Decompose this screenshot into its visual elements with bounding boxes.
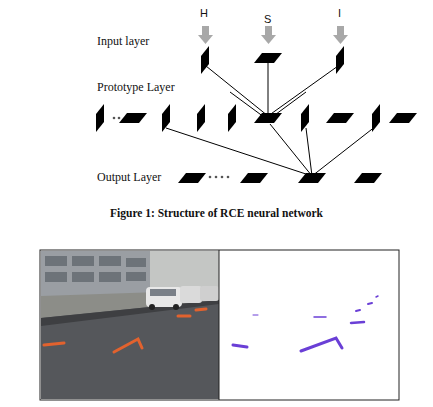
ellipsis-dot <box>221 176 224 179</box>
detected-markings <box>233 296 378 351</box>
signal-name: I <box>338 6 341 20</box>
prototype-unit <box>119 113 147 123</box>
layer-name: Output Layer <box>97 170 161 184</box>
weight-line <box>268 66 338 116</box>
arrow-head <box>261 35 276 44</box>
signal-name: H <box>200 6 208 20</box>
prototype-unit <box>254 113 282 123</box>
street-photo <box>40 250 399 400</box>
photo-divider <box>219 250 220 400</box>
signal-name: S <box>264 12 271 26</box>
output-unit <box>298 173 326 183</box>
road-markings <box>44 309 206 352</box>
prototype-unit <box>228 104 236 132</box>
weight-line <box>270 124 312 176</box>
input-unit <box>201 46 209 74</box>
photo-frame <box>40 250 399 400</box>
ellipsis-dot <box>227 176 230 179</box>
curb <box>41 300 219 326</box>
weight-line <box>268 62 269 116</box>
prototype-unit <box>326 113 354 123</box>
input-unit <box>336 46 344 74</box>
canopy <box>150 251 219 291</box>
prototype-unit <box>389 113 417 123</box>
road <box>41 251 219 399</box>
prototype-unit <box>162 104 170 132</box>
prototype-unit <box>197 104 205 132</box>
arrow-head <box>333 35 348 44</box>
figure-caption: Figure 1: Structure of RCE neural networ… <box>0 206 433 220</box>
weight-line <box>166 128 312 176</box>
ellipsis-dot <box>209 176 212 179</box>
weight-line <box>312 126 376 176</box>
arrow-head <box>198 35 213 44</box>
weight-line <box>206 66 268 116</box>
ellipsis-dot <box>118 117 121 120</box>
output-unit <box>178 173 206 183</box>
input-arrows <box>198 26 348 44</box>
weight-line <box>306 128 312 176</box>
ellipsis-dot <box>215 176 218 179</box>
parked-cars <box>146 286 219 310</box>
building-windows <box>45 256 146 282</box>
prototype-unit <box>301 104 309 132</box>
ellipsis-dot <box>113 117 116 120</box>
output-unit <box>354 173 382 183</box>
arrow-shaft <box>265 26 272 36</box>
output-unit <box>240 173 268 183</box>
arrow-shaft <box>337 26 344 36</box>
layer-name: Prototype Layer <box>97 80 175 94</box>
layer-name: Input layer <box>97 34 149 48</box>
weight-lines <box>166 62 376 176</box>
prototype-unit <box>372 104 380 132</box>
input-unit <box>254 53 282 63</box>
prototype-unit <box>96 104 104 132</box>
arrow-shaft <box>202 26 209 36</box>
